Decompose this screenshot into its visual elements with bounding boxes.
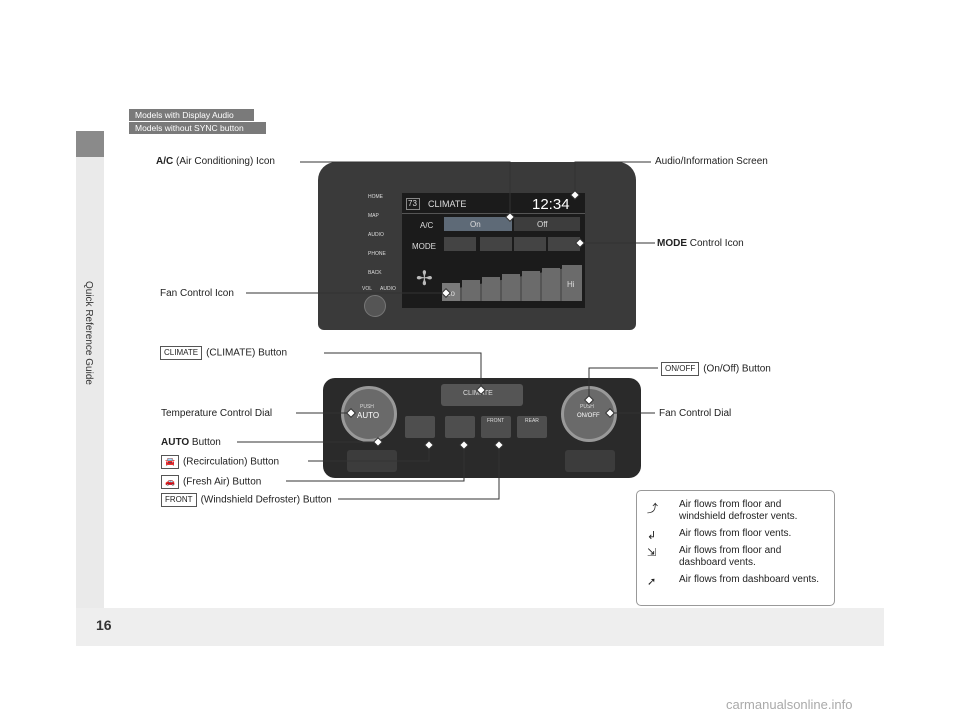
fresh-air-icon: 🚗 (161, 475, 179, 489)
mode-label: MODE (412, 242, 436, 251)
callout-mode-icon: MODE Control Icon (657, 238, 744, 249)
side-buttons: HOME MAP AUDIO PHONE BACK (360, 192, 394, 287)
fan-lo[interactable]: Lo (446, 289, 455, 298)
floor-defrost-vent-icon: ⤴ (647, 503, 658, 515)
onoff-icon: ON/OFF (661, 362, 700, 376)
vol-label: VOL (362, 286, 373, 292)
callout-auto-button: AUTO Button (161, 437, 221, 448)
callout-fresh-button: 🚗(Fresh Air) Button (161, 475, 261, 489)
side-audio[interactable]: AUDIO (368, 232, 384, 238)
front-defrost-icon: FRONT (161, 493, 197, 507)
screen-title: CLIMATE (428, 199, 467, 209)
recirculation-icon: 🚘 (161, 455, 179, 469)
audio-screen: 73 CLIMATE 12:34 A/C On Off MODE ✢ Lo Hi (402, 193, 585, 308)
side-map[interactable]: MAP (368, 213, 379, 219)
floor-vent-icon: ↲ (647, 530, 657, 542)
callout-fan-dial: Fan Control Dial (659, 408, 732, 419)
right-seat-heater-button[interactable] (565, 450, 615, 472)
airflow-legend: ⤴ Air flows from floor and windshield de… (636, 490, 835, 606)
side-home[interactable]: HOME (368, 194, 383, 200)
rear-defrost-button[interactable]: REAR (517, 416, 547, 438)
screen-temp: 73 (408, 199, 417, 208)
audio-label: AUDIO (380, 286, 396, 292)
callout-audio-screen: Audio/Information Screen (655, 156, 768, 167)
callout-recirc-button: 🚘(Recirculation) Button (161, 455, 279, 469)
climate-icon: CLIMATE (160, 346, 203, 360)
volume-knob[interactable] (364, 295, 386, 317)
ac-label: A/C (420, 221, 434, 230)
callout-onoff-button: ON/OFF(On/Off) Button (661, 362, 771, 376)
fresh-air-button[interactable] (445, 416, 475, 438)
watermark: carmanualsonline.info (726, 697, 853, 712)
fan-hi[interactable]: Hi (567, 280, 575, 289)
ac-on[interactable]: On (470, 220, 481, 229)
fan-icon: ✢ (416, 268, 433, 290)
side-back[interactable]: BACK (368, 270, 382, 276)
callout-ac-icon: A/C (Air Conditioning) Icon (156, 156, 275, 167)
ac-off[interactable]: Off (537, 220, 548, 229)
page-number: 16 (96, 617, 112, 633)
fan-bar-graph (442, 265, 582, 301)
dashboard-vent-icon: ➚ (647, 576, 657, 588)
callout-climate-button: CLIMATE(CLIMATE) Button (160, 346, 287, 360)
footer (76, 608, 884, 646)
tag-display-audio: Models with Display Audio (129, 109, 254, 121)
front-defrost-button[interactable]: FRONT (481, 416, 511, 438)
side-phone[interactable]: PHONE (368, 251, 386, 257)
tag-no-sync: Models without SYNC button (129, 122, 266, 134)
sidebar-tab (76, 131, 104, 157)
callout-temp-dial: Temperature Control Dial (161, 408, 273, 419)
floor-dashboard-vent-icon: ⇲ (647, 547, 657, 559)
sidebar: Quick Reference Guide (76, 131, 104, 608)
recirculation-button[interactable] (405, 416, 435, 438)
callout-defrost-button: FRONT(Windshield Defroster) Button (161, 493, 332, 507)
callout-fan-icon: Fan Control Icon (160, 288, 234, 299)
climate-button[interactable]: CLIMATE (441, 384, 523, 406)
screen-clock: 12:34 (532, 196, 570, 213)
